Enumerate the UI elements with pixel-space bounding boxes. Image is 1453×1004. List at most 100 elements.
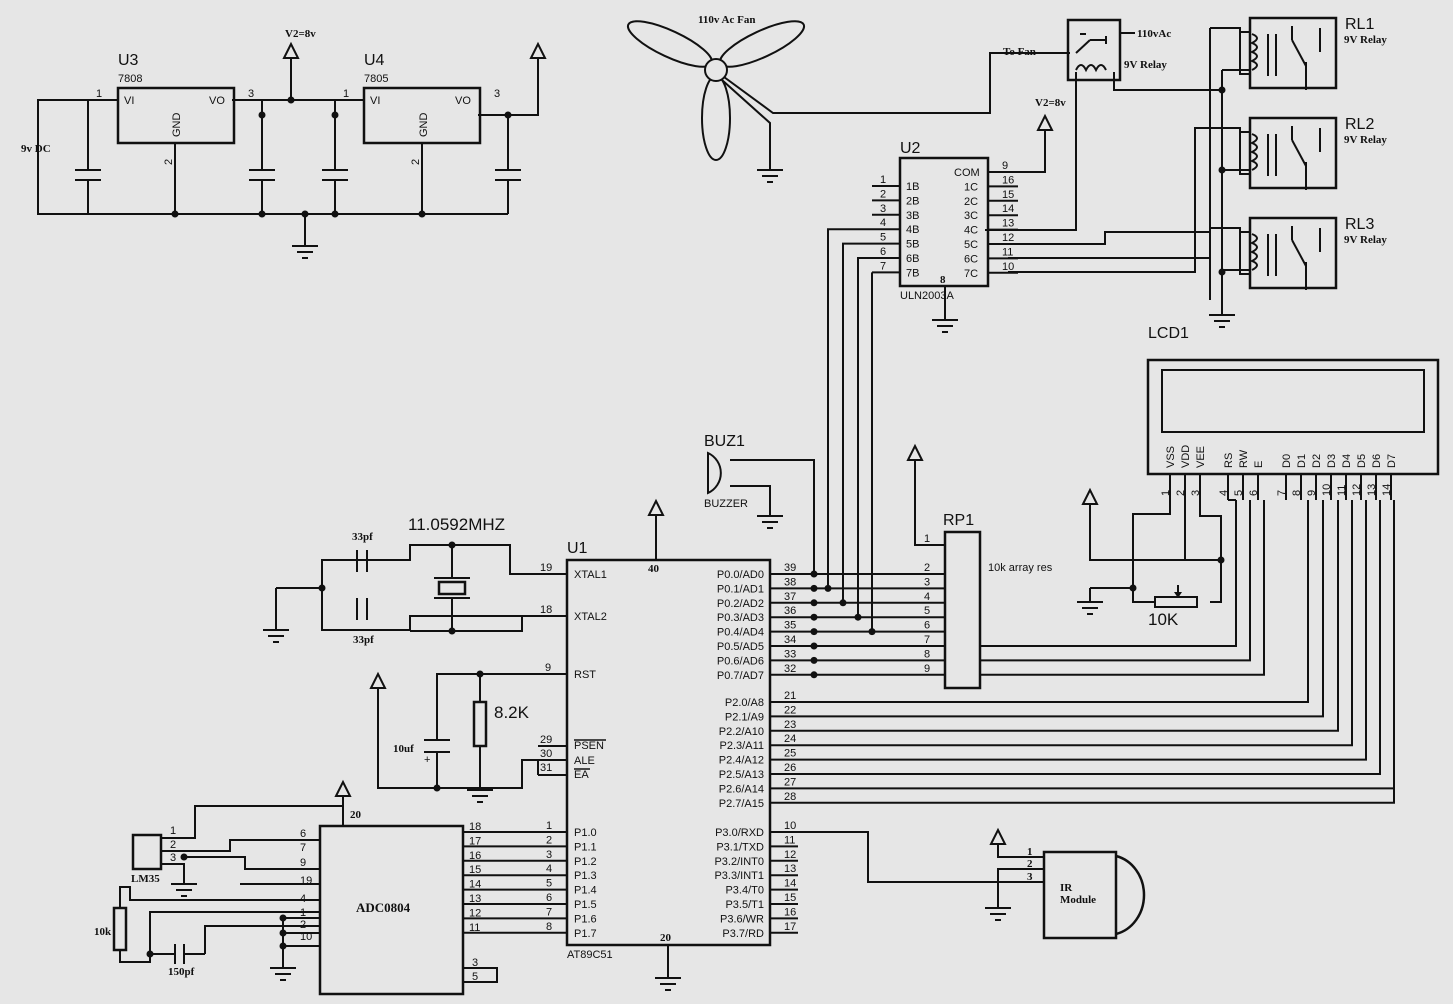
ale-pin: 30 bbox=[540, 748, 552, 760]
fan-label: 110v Ac Fan bbox=[698, 14, 755, 26]
u2-pin-label: 6B bbox=[906, 253, 919, 265]
mcu-pin-number: 15 bbox=[784, 892, 796, 904]
mcu-pin-label: P2.2/A10 bbox=[719, 726, 764, 738]
relay-coil-wire bbox=[1239, 231, 1250, 275]
mcu-pin-number: 1 bbox=[546, 820, 552, 832]
junction-dot bbox=[854, 613, 862, 621]
mcu-pin-number: 33 bbox=[784, 648, 796, 660]
mcu-pin-label: P3.1/TXD bbox=[716, 841, 764, 853]
mcu-pin-label: P0.0/AD0 bbox=[717, 569, 764, 581]
relay-body bbox=[1248, 116, 1338, 190]
rp1-ref: RP1 bbox=[943, 512, 974, 529]
mcu-pin-label: P3.2/INT0 bbox=[714, 856, 764, 868]
v2-supply-arrow bbox=[283, 43, 299, 59]
lcd-data-wire bbox=[798, 500, 1324, 718]
relay-body bbox=[1248, 16, 1338, 90]
mcu-pin-number: 28 bbox=[784, 791, 796, 803]
crystal-cap-1: 33pf bbox=[352, 531, 373, 543]
ac-label: 110vAc bbox=[1137, 28, 1171, 40]
rp1-pin-number: 5 bbox=[924, 605, 930, 617]
adc-part: ADC0804 bbox=[356, 900, 411, 915]
lcd-ref: LCD1 bbox=[1148, 325, 1189, 342]
fan-relay: To Fan 110vAc 9V Relay bbox=[985, 18, 1222, 231]
u4-gnd-label: GND bbox=[418, 113, 430, 138]
mcu-pin-number: 22 bbox=[784, 704, 796, 716]
lcd-data-wire bbox=[798, 500, 1381, 775]
reset-cap-plus: + bbox=[424, 754, 430, 766]
to-fan-label: To Fan bbox=[1003, 46, 1036, 58]
adc-pin-number: 18 bbox=[469, 821, 481, 833]
relay-ref: RL3 bbox=[1345, 216, 1374, 233]
adc-pin-number: 13 bbox=[469, 893, 481, 905]
u3-ref: U3 bbox=[118, 52, 139, 69]
lcd-pin-number: 6 bbox=[1248, 490, 1260, 496]
crystal-oscillator: 11.0592MHZ 33pf 33pf bbox=[262, 515, 567, 646]
u2-pin-label: 7B bbox=[906, 267, 919, 279]
buzzer-part: BUZZER bbox=[704, 498, 748, 510]
lcd-pin-label: RW bbox=[1238, 449, 1250, 468]
adc-pin-3: 3 bbox=[472, 957, 478, 969]
mcu-pin-number: 39 bbox=[784, 562, 796, 574]
rp1-pin-number: 3 bbox=[924, 576, 930, 588]
fan-ground bbox=[756, 169, 784, 183]
crystal-cap-2: 33pf bbox=[353, 634, 374, 646]
lcd-data-wire bbox=[798, 500, 1309, 703]
relay-coil-wire bbox=[1239, 131, 1250, 175]
u2-supply-arrow bbox=[1037, 115, 1053, 131]
junction-dot bbox=[810, 613, 818, 621]
u2-pin-number: 5 bbox=[880, 232, 886, 244]
mcu-pin-number: 13 bbox=[784, 863, 796, 875]
adc-pin-number: 7 bbox=[300, 842, 306, 854]
relay-ref: RL2 bbox=[1345, 116, 1374, 133]
u2-pin-number: 1 bbox=[880, 174, 886, 186]
adc-pin-number: 6 bbox=[300, 828, 306, 840]
rst-label: RST bbox=[574, 669, 596, 681]
mcu-pin-number: 36 bbox=[784, 605, 796, 617]
relay-coil bbox=[1249, 233, 1258, 271]
junction-dot bbox=[810, 570, 818, 578]
u4-part: 7805 bbox=[364, 73, 388, 85]
mcu-pin-label: P2.1/A9 bbox=[725, 711, 764, 723]
ir-module: IR Module 1 2 3 bbox=[798, 829, 1146, 940]
u2-pin-number: 12 bbox=[1002, 232, 1014, 244]
lm35-pin-3: 3 bbox=[170, 852, 176, 864]
mcu-pin-number: 8 bbox=[546, 921, 552, 933]
relay-coil-wire bbox=[1239, 31, 1250, 75]
rp1-pin-number: 8 bbox=[924, 648, 930, 660]
u2-pin-label: 5C bbox=[964, 239, 978, 251]
junction-dot bbox=[810, 599, 818, 607]
lcd-pin-number: 5 bbox=[1233, 490, 1245, 496]
relay-type: 9V Relay bbox=[1344, 34, 1387, 46]
u2-pin-number: 14 bbox=[1002, 203, 1014, 215]
u2-pin-label: 6C bbox=[964, 253, 978, 265]
u3-vi-label: VI bbox=[124, 95, 134, 107]
u1-part: AT89C51 bbox=[567, 949, 613, 961]
u4-pin-1: 1 bbox=[343, 88, 349, 100]
lcd-pin-number: 11 bbox=[1336, 485, 1348, 496]
mcu-pin-label: P1.3 bbox=[574, 870, 597, 882]
relay-coil bbox=[1249, 33, 1258, 71]
mcu-pin-label: P0.5/AD5 bbox=[717, 641, 764, 653]
buzzer-ground bbox=[756, 515, 784, 529]
u2-v2-label: V2=8v bbox=[1035, 97, 1066, 109]
u2-ref: U2 bbox=[900, 140, 921, 157]
u2-pin-label: 4C bbox=[964, 225, 978, 237]
mcu-pin-number: 35 bbox=[784, 620, 796, 632]
u2-pin-number: 4 bbox=[880, 217, 886, 229]
mcu-pin-label: P2.3/A11 bbox=[720, 740, 764, 752]
u1-supply-arrow bbox=[648, 500, 664, 516]
mcu-pin-number: 2 bbox=[546, 834, 552, 846]
u4-vo-label: VO bbox=[455, 95, 471, 107]
crystal-ground bbox=[262, 629, 290, 643]
mcu-pin-label: P1.1 bbox=[574, 841, 597, 853]
mcu-pin-number: 26 bbox=[784, 762, 796, 774]
u2-pin-label: 2B bbox=[906, 195, 919, 207]
mcu-pin-label: P0.4/AD4 bbox=[717, 627, 764, 639]
lcd-pin-label: D3 bbox=[1326, 454, 1338, 468]
relay-switch bbox=[1291, 239, 1307, 267]
rp1-desc: 10k array res bbox=[988, 562, 1053, 574]
mcu-pin-label: P2.5/A13 bbox=[719, 769, 764, 781]
u3-pin-1: 1 bbox=[96, 88, 102, 100]
